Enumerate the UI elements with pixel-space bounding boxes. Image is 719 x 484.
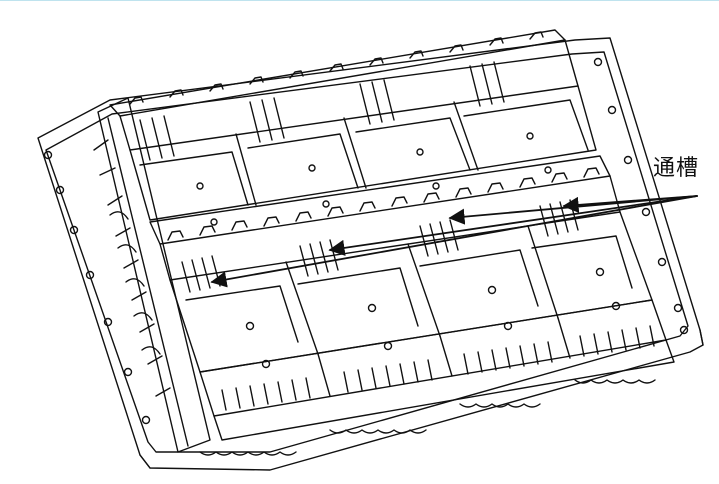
callout-label: 通槽 xyxy=(653,156,700,181)
base-plate xyxy=(37,37,704,471)
back-row-compartments xyxy=(129,85,597,226)
front-wall xyxy=(199,299,675,441)
callout-arrows xyxy=(210,195,698,288)
callout-arrow-3 xyxy=(328,195,698,256)
mounting-holes xyxy=(43,57,689,425)
left-end-wall xyxy=(93,97,211,453)
front-row-compartments xyxy=(169,211,653,373)
top-border-line xyxy=(0,0,719,1)
through-slots xyxy=(181,199,579,293)
back-wall xyxy=(109,29,579,161)
scalloped-edge xyxy=(199,379,656,456)
middle-divider xyxy=(149,155,621,293)
callout-arrow-2 xyxy=(448,195,698,225)
callout-arrow-4 xyxy=(210,195,698,288)
